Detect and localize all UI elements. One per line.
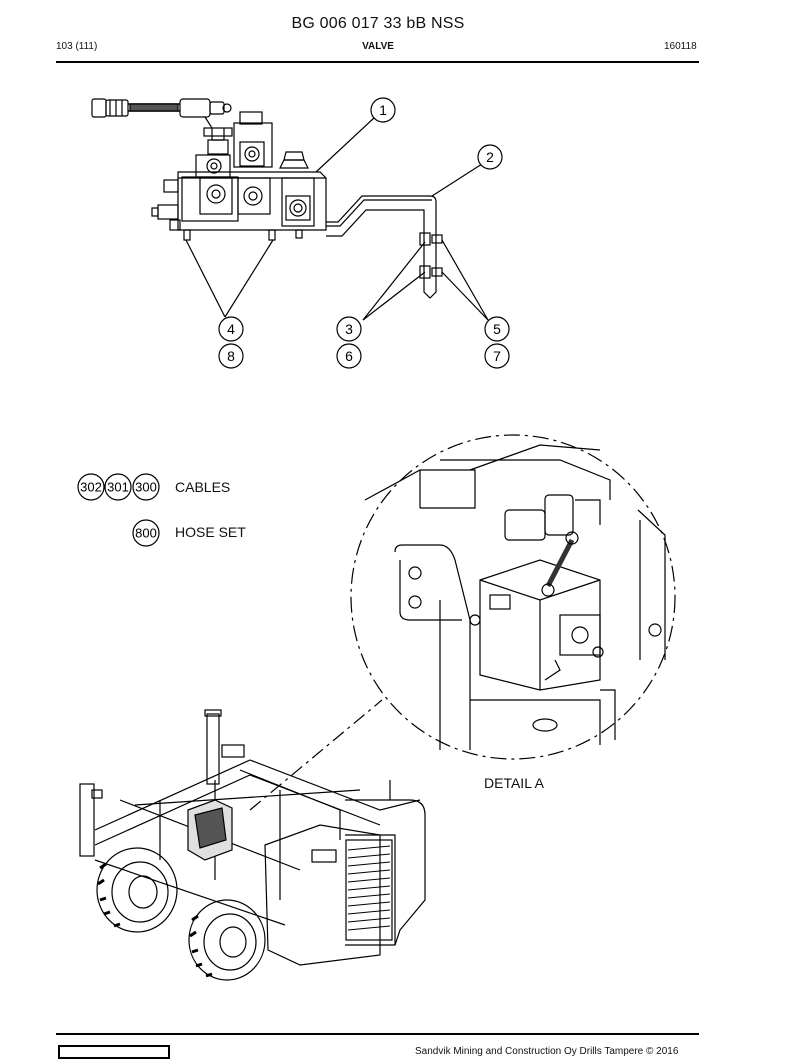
front-wheel — [188, 899, 266, 981]
leader-lines — [185, 116, 489, 321]
footer-copyright: Sandvik Mining and Construction Oy Drill… — [415, 1046, 679, 1057]
section-title: VALVE — [362, 41, 394, 52]
hose-set-label: HOSE SET — [175, 524, 246, 540]
sandvik-logo — [58, 1045, 170, 1059]
document-code: 160118 — [664, 41, 697, 52]
hose-ref-800: 800 — [135, 526, 157, 541]
cable-ref-302: 302 — [80, 480, 102, 495]
callout-6: 6 — [345, 348, 353, 364]
cable-ref-301: 301 — [107, 480, 129, 495]
valve-assembly — [91, 98, 443, 299]
callout-1: 1 — [379, 102, 387, 118]
header-rule — [56, 61, 699, 63]
legend-balloons — [77, 473, 160, 547]
callout-5: 5 — [493, 321, 501, 337]
page-number: 103 (111) — [56, 41, 98, 52]
callout-2: 2 — [486, 149, 494, 165]
detail-a-view — [350, 434, 676, 760]
machine-illustration — [79, 709, 426, 981]
callout-7: 7 — [493, 348, 501, 364]
cable-ref-300: 300 — [135, 480, 157, 495]
rear-wheel — [96, 847, 178, 933]
callout-3: 3 — [345, 321, 353, 337]
callout-balloons — [218, 97, 510, 369]
callout-8: 8 — [227, 348, 235, 364]
cables-label: CABLES — [175, 479, 231, 495]
footer-rule — [56, 1033, 699, 1035]
detail-a-label: DETAIL A — [484, 775, 544, 791]
callout-4: 4 — [227, 321, 235, 337]
document-title: BG 006 017 33 bB NSS — [291, 15, 465, 32]
